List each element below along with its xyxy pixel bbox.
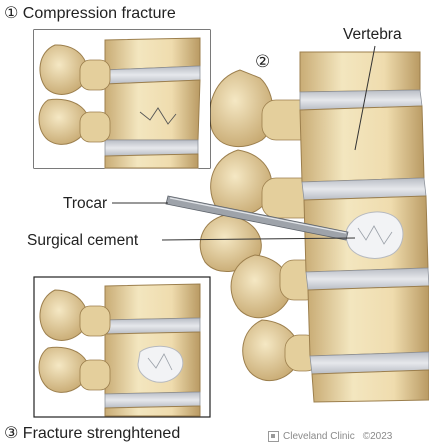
panel-1-heading: ① Compression fracture bbox=[4, 6, 176, 22]
panel-1-number: ① bbox=[4, 5, 18, 22]
cleveland-clinic-logo-icon bbox=[268, 431, 279, 442]
panel-3-number: ③ bbox=[4, 425, 18, 442]
credit-brand: Cleveland Clinic bbox=[283, 431, 355, 442]
trocar-label: Trocar bbox=[63, 196, 107, 212]
panel-3-heading: ③ Fracture strenghtened bbox=[4, 426, 180, 442]
panel-1-frame bbox=[34, 30, 210, 168]
surgical-cement-label: Surgical cement bbox=[27, 233, 138, 249]
panel-2-number: ② bbox=[255, 53, 270, 70]
credit-year: ©2023 bbox=[363, 431, 393, 442]
credit-line: Cleveland Clinic ©2023 bbox=[268, 431, 392, 442]
injected-cement bbox=[346, 212, 403, 258]
vertebra-label: Vertebra bbox=[343, 27, 402, 43]
panel-3-title: Fracture strenghtened bbox=[23, 425, 180, 442]
panel-3-frame bbox=[34, 277, 210, 417]
panel-1-title: Compression fracture bbox=[23, 5, 176, 22]
